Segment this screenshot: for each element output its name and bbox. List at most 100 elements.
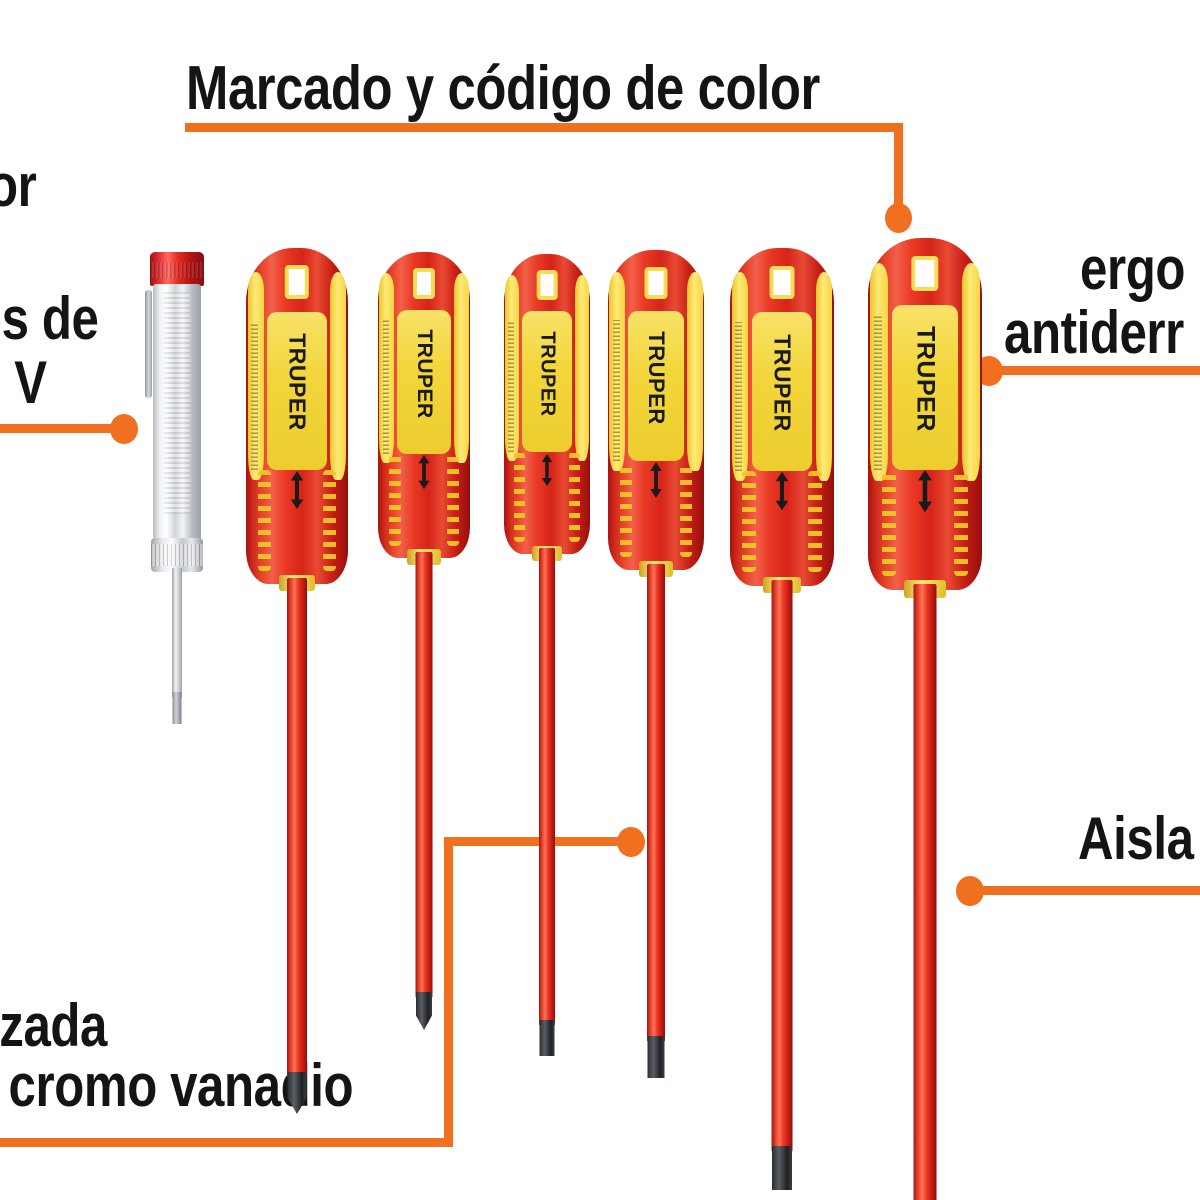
screwdriver-6-shaft (913, 584, 937, 1200)
brand-label: TRUPER (413, 329, 436, 420)
handle-grip-ribs-right (953, 470, 969, 576)
voltage-tester-collar (151, 538, 203, 572)
brand-label: TRUPER (769, 334, 796, 432)
handle-brand-panel (891, 304, 959, 471)
callout-marking-color-code: Marcado y código de color (186, 54, 820, 123)
connector-marking-dot (885, 203, 912, 233)
handle-hang-hole (536, 269, 558, 300)
connector-voltage-horizontal (0, 424, 120, 433)
connector-marking-vertical (894, 123, 903, 215)
handle-yellow-right (815, 271, 833, 482)
handle-brand-panel (397, 310, 451, 454)
screwdriver-2-tip-phillips (416, 992, 432, 1030)
screwdriver-5-handle: TRUPER (730, 248, 834, 594)
handle-certification-markings (382, 319, 390, 454)
handle-grip-ribs-right (680, 461, 693, 558)
voltage-tester[interactable] (145, 252, 204, 732)
truper-logo-icon (897, 469, 953, 515)
handle-hang-hole (769, 265, 795, 300)
handle-grip-ribs-right (568, 452, 580, 542)
brand-label: TRUPER (911, 325, 940, 432)
truper-logo-icon (630, 461, 681, 499)
handle-yellow-right (453, 273, 469, 464)
handle-hang-hole (644, 266, 668, 299)
handle-certification-markings (508, 320, 515, 452)
handle-yellow-left (731, 271, 749, 482)
callout-ergonomic-line2: antiderr (1004, 299, 1184, 366)
screwdriver-3-shaft (539, 548, 555, 1026)
voltage-tester-tip (172, 692, 182, 724)
callout-insulation-text: Aisla (1078, 805, 1194, 872)
connector-vanadium-dot (617, 827, 645, 857)
handle-certification-markings (735, 322, 743, 472)
handle-brand-panel (628, 310, 684, 462)
handle-yellow-right (330, 271, 347, 480)
handle-brand-panel (751, 312, 813, 472)
screwdriver-6[interactable]: TRUPER (868, 238, 982, 1200)
screwdriver-1-tip-phillips (287, 1072, 307, 1114)
screwdriver-5[interactable]: TRUPER (730, 248, 834, 1190)
callout-voltage-line1: or (0, 152, 37, 219)
connector-vanadium-vertical (444, 837, 453, 1147)
screwdriver-4-tip-flat (647, 1036, 665, 1078)
screwdriver-1-handle: TRUPER (246, 248, 348, 592)
handle-yellow-right (962, 262, 981, 481)
handle-hang-hole (284, 265, 310, 300)
screwdriver-3-tip-flat (539, 1020, 555, 1056)
connector-vanadium-horizontal-top (444, 837, 630, 846)
screwdriver-3[interactable]: TRUPER (504, 254, 590, 1056)
handle-grip-ribs-left (619, 461, 632, 558)
truper-logo-icon (400, 454, 449, 491)
truper-logo-icon (755, 471, 809, 513)
callout-voltage-line2: os de (0, 285, 99, 352)
truper-logo-icon (523, 453, 571, 487)
screwdriver-5-shaft (771, 580, 793, 1152)
handle-grip-ribs-left (258, 469, 272, 571)
handle-yellow-left (609, 272, 625, 471)
screwdriver-5-tip-flat (772, 1146, 792, 1190)
voltage-tester-body (153, 284, 201, 542)
screwdriver-3-handle: TRUPER (504, 254, 590, 561)
handle-yellow-right (574, 275, 589, 461)
truper-logo-icon (270, 470, 324, 511)
callout-voltage-line3: 0 V (0, 349, 47, 416)
screwdriver-2-shaft (415, 552, 433, 998)
handle-grip-ribs-left (881, 470, 897, 576)
handle-grip-ribs-left (514, 452, 526, 542)
handle-yellow-left (379, 273, 395, 464)
screwdriver-4-shaft (647, 564, 665, 1042)
handle-yellow-left (247, 271, 264, 480)
connector-marking-horizontal (185, 123, 903, 132)
handle-grip-ribs-right (447, 453, 459, 546)
handle-certification-markings (612, 320, 620, 462)
screwdriver-4-handle: TRUPER (608, 250, 704, 578)
handle-certification-markings (251, 321, 259, 470)
voltage-tester-pocket-clip (145, 290, 152, 398)
brand-label: TRUPER (644, 331, 669, 425)
screwdriver-2-handle: TRUPER (378, 252, 470, 565)
handle-yellow-right (687, 272, 703, 471)
connector-insulation-horizontal (968, 886, 1200, 895)
screwdriver-2[interactable]: TRUPER (378, 252, 470, 1030)
handle-certification-markings (873, 315, 882, 471)
connector-ergonomic-horizontal (985, 366, 1200, 375)
callout-vanadium-line1: izada (0, 992, 108, 1059)
brand-label: TRUPER (536, 331, 559, 417)
callout-ergonomic-line1: ergo (1080, 235, 1185, 302)
screwdriver-6-handle: TRUPER (868, 238, 982, 598)
screwdriver-1[interactable]: TRUPER (246, 248, 348, 1114)
handle-yellow-left (505, 275, 520, 461)
handle-grip-ribs-left (742, 471, 756, 573)
handle-brand-panel (267, 311, 327, 470)
connector-insulation-dot (956, 876, 984, 906)
connector-voltage-dot (110, 414, 138, 444)
voltage-tester-cap (150, 252, 204, 286)
screwdriver-4[interactable]: TRUPER (608, 250, 704, 1078)
handle-grip-ribs-right (808, 471, 822, 573)
screwdriver-1-shaft (287, 578, 307, 1078)
handle-hang-hole (412, 267, 436, 299)
handle-brand-panel (522, 311, 572, 452)
handle-hang-hole (911, 256, 939, 292)
voltage-tester-shaft (172, 568, 182, 698)
